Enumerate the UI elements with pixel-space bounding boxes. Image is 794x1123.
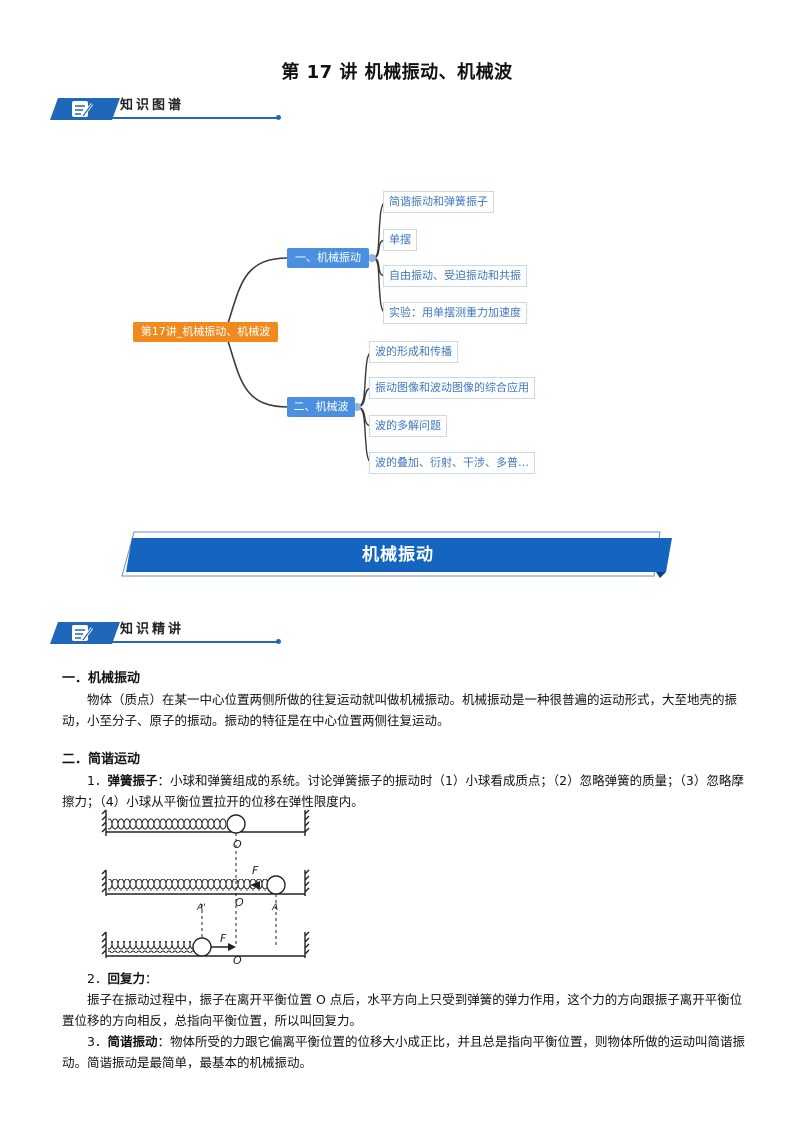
mindmap-leaf: 波的形成和传播	[369, 341, 458, 363]
pencil-note-icon	[50, 622, 120, 644]
item-number: 2．	[87, 971, 108, 986]
mindmap-branch-mechanical-wave: 二、机械波	[287, 397, 355, 417]
mindmap-branch-mechanical-vibration: 一、机械振动	[287, 248, 369, 268]
divider-dot	[276, 115, 281, 120]
mindmap-leaf: 波的叠加、衍射、干涉、多普…	[369, 452, 535, 474]
mindmap-leaf: 振动图像和波动图像的综合应用	[369, 377, 535, 399]
item-number: 1．	[87, 773, 108, 788]
section-label: 知识图谱	[120, 98, 185, 113]
section-mechanical-vibration: 一．机械振动 物体（质点）在某一中心位置两侧所做的往复运动就叫做机械振动。机械振…	[62, 668, 750, 731]
pencil-note-icon	[50, 98, 120, 120]
section-simple-harmonic: 二．简谐运动 1．弹簧振子：小球和弹簧组成的系统。讨论弹簧振子的振动时（1）小球…	[62, 749, 750, 812]
divider	[110, 117, 280, 119]
figure-label-a: A	[271, 903, 278, 913]
item-restoring-force-heading: 2．回复力：	[62, 968, 750, 989]
item-text: ：小球和弹簧组成的系统。讨论弹簧振子的振动时（1）小球看成质点；（2）忽略弹簧的…	[62, 773, 744, 809]
divider	[110, 641, 280, 643]
item-spring-oscillator: 1．弹簧振子：小球和弹簧组成的系统。讨论弹簧振子的振动时（1）小球看成质点；（2…	[62, 770, 750, 812]
paragraph: 振子在振动过程中，振子在离开平衡位置 O 点后，水平方向上只受到弹簧的弹力作用，…	[62, 992, 743, 1028]
section-restoring-force: 2．回复力： 振子在振动过程中，振子在离开平衡位置 O 点后，水平方向上只受到弹…	[62, 968, 750, 1073]
item-term: 回复力	[107, 971, 145, 986]
item-term: 弹簧振子	[107, 773, 158, 788]
mindmap-center-node: 第17讲_机械振动、机械波	[133, 322, 278, 342]
figure-label-o: O	[235, 896, 244, 909]
heading: 一．机械振动	[62, 671, 141, 686]
section-label: 知识精讲	[120, 622, 185, 637]
item-simple-harmonic-vibration: 3．简谐振动：物体所受的力跟它偏离平衡位置的位移大小成正比，并且总是指向平衡位置…	[62, 1031, 750, 1073]
item-number: 3．	[87, 1034, 108, 1049]
mindmap-leaf: 实验：用单摆测重力加速度	[383, 302, 527, 324]
mindmap-leaf: 自由振动、受迫振动和共振	[383, 265, 527, 287]
mindmap-leaf: 波的多解问题	[369, 415, 447, 437]
figure-label-o: O	[233, 838, 242, 851]
section-header-knowledge-map: 知识图谱	[50, 90, 290, 124]
section-banner-title: 机械振动	[362, 545, 434, 565]
mindmap-leaf: 单摆	[383, 229, 417, 251]
paragraph: 物体（质点）在某一中心位置两侧所做的往复运动就叫做机械振动。机械振动是一种很普遍…	[62, 692, 738, 728]
figure-label-o: O	[233, 954, 242, 966]
section-banner-graphic	[121, 531, 672, 578]
spring-oscillator-figure: O F O A' A F O	[101, 809, 310, 966]
heading: 二．简谐运动	[62, 752, 141, 767]
figure-label-f: F	[220, 932, 227, 945]
item-colon: ：	[144, 971, 158, 986]
section-header-knowledge-lecture: 知识精讲	[50, 614, 290, 648]
figure-label-a-prime: A'	[196, 903, 206, 913]
item-term: 简谐振动	[107, 1034, 158, 1049]
item-text: ：物体所受的力跟它偏离平衡位置的位移大小成正比，并且总是指向平衡位置，则物体所做…	[62, 1034, 745, 1070]
figure-label-f: F	[252, 864, 259, 877]
mindmap-leaf: 简谐振动和弹簧振子	[383, 191, 494, 213]
divider-dot	[276, 639, 281, 644]
page-title: 第 17 讲 机械振动、机械波	[281, 62, 513, 83]
